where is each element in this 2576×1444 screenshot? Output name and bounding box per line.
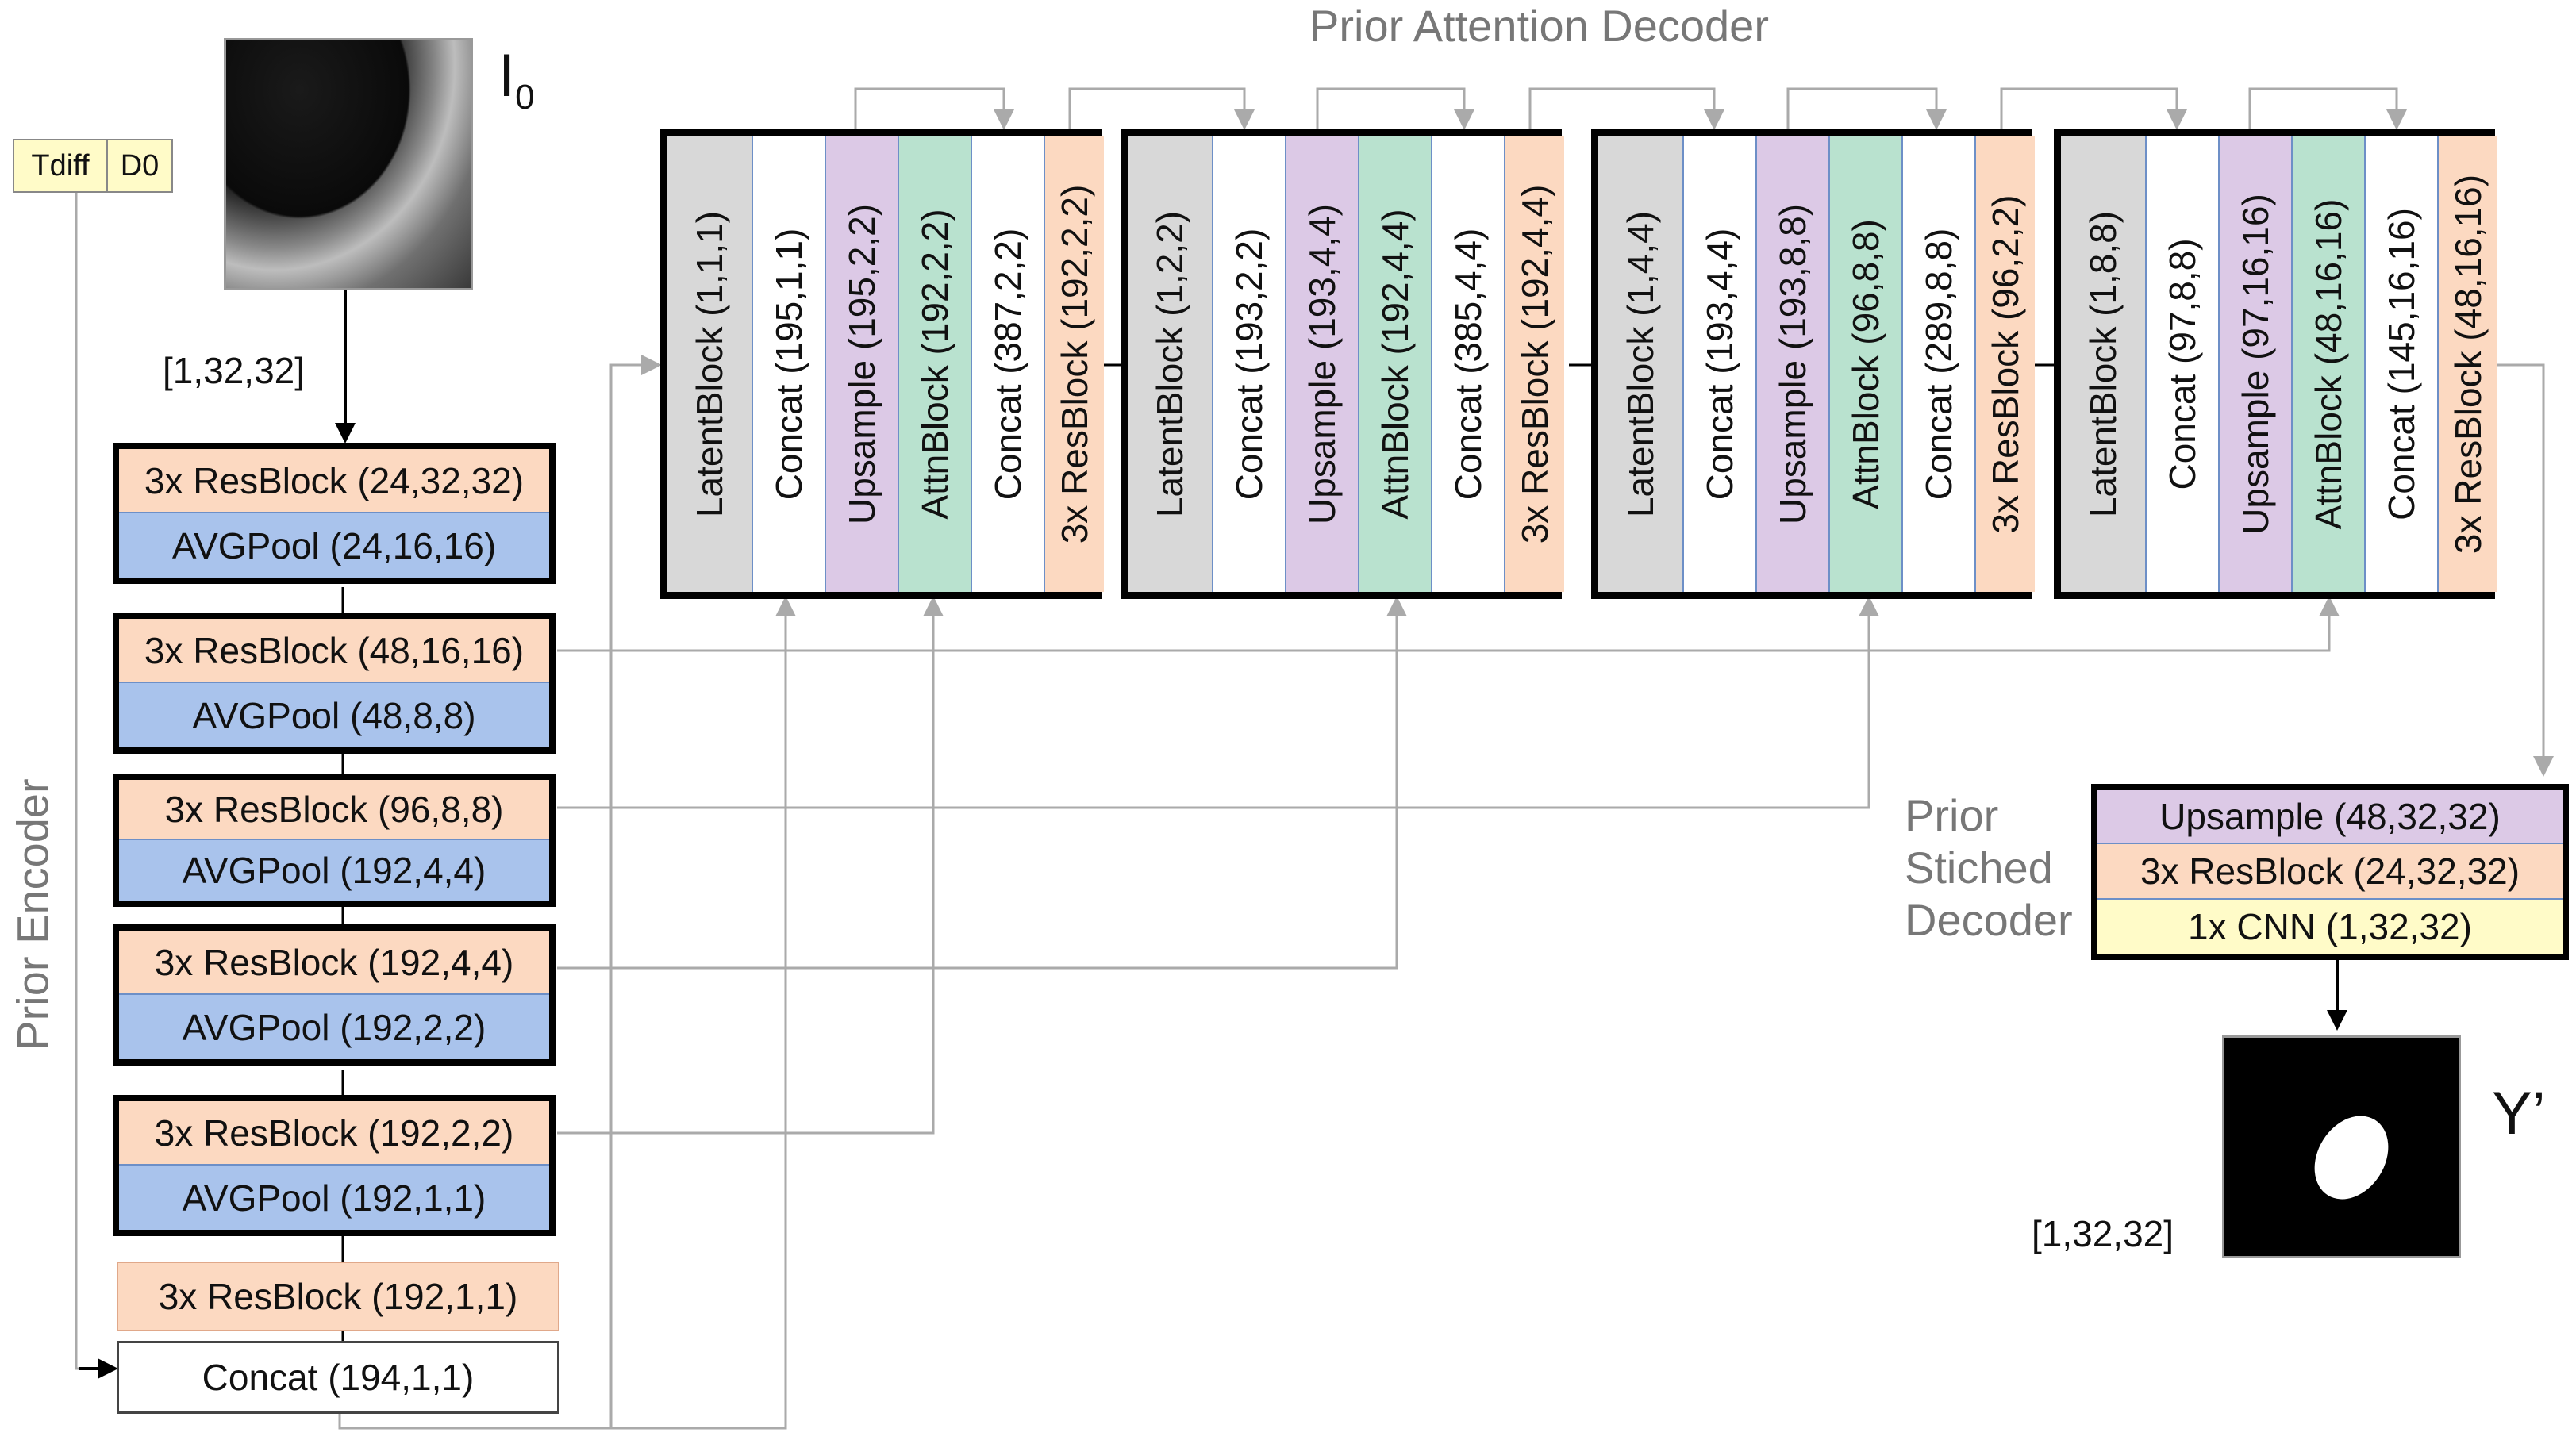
decoder-layer-label: LatentBlock (1,1,1) (689, 210, 730, 518)
decoder-block: LatentBlock (1,8,8) Concat (97,8,8) Upsamp… (2054, 129, 2497, 599)
mask-blob (2299, 1102, 2404, 1213)
decoder-attn-layer: AttnBlock (192,2,2) (899, 136, 972, 592)
skip-line-96 (557, 596, 1879, 809)
output-label: Y’ (2492, 1080, 2546, 1147)
encoder-resblock: 3x ResBlock (24,32,32) (119, 449, 549, 513)
encoder-stage: 3x ResBlock (192,2,2)AVGPool (192,1,1) (113, 1095, 556, 1236)
tdiff-input: Tdiff (13, 139, 108, 193)
skip-line-192-4 (557, 596, 1407, 970)
decoder-layer-label: AttnBlock (48,16,16) (2308, 198, 2349, 530)
decoder-res-layer: 3x ResBlock (192,2,2) (1045, 136, 1104, 592)
tdiff-line (75, 193, 115, 1370)
encoder-stage: 3x ResBlock (48,16,16)AVGPool (48,8,8) (113, 613, 556, 754)
stiched-resblock: 3x ResBlock (24,32,32) (2097, 844, 2563, 900)
encoder-avgpool: AVGPool (192,2,2) (119, 995, 549, 1059)
encoder-stage: 3x ResBlock (192,4,4)AVGPool (192,2,2) (113, 924, 556, 1066)
decoder-concat-layer: Concat (387,2,2) (972, 136, 1045, 592)
decoder-ups-layer: Upsample (193,8,8) (1757, 136, 1830, 592)
decoder-layer-label: Concat (387,2,2) (987, 228, 1028, 501)
decoder-latent-layer: LatentBlock (1,8,8) (2061, 136, 2147, 592)
decoder-layer-label: 3x ResBlock (48,16,16) (2447, 174, 2489, 555)
input-label: I0 (498, 42, 535, 117)
encoder-resblock: 3x ResBlock (192,2,2) (119, 1101, 549, 1166)
encoder-resblock: 3x ResBlock (192,4,4) (119, 931, 549, 995)
output-mask-image (2222, 1035, 2461, 1258)
decoder-layer-label: Upsample (193,4,4) (1301, 204, 1343, 524)
d0-input: D0 (106, 139, 173, 193)
encoder-avgpool: AVGPool (48,8,8) (119, 683, 549, 747)
decoder-layer-label: Upsample (97,16,16) (2235, 194, 2276, 535)
encoder-bottom-concat: Concat (194,1,1) (117, 1341, 559, 1414)
decoder-layer-label: 3x ResBlock (192,2,2) (1054, 184, 1095, 544)
encoder-bottom-resblock: 3x ResBlock (192,1,1) (117, 1262, 559, 1331)
decoder-concat-layer: Concat (145,16,16) (2366, 136, 2439, 592)
decoder-res-layer: 3x ResBlock (96,2,2) (1976, 136, 2035, 592)
skip-line-48 (557, 596, 2340, 652)
encoder-avgpool: AVGPool (192,1,1) (119, 1166, 549, 1230)
decoder-latent-layer: LatentBlock (1,4,4) (1598, 136, 1684, 592)
stiched-cnn: 1x CNN (1,32,32) (2097, 900, 2563, 954)
decoder-layer-label: Concat (289,8,8) (1918, 228, 1959, 501)
decoder-block: LatentBlock (1,4,4) Concat (193,4,4) Upsam… (1591, 129, 2035, 599)
decoder-layer-label: Concat (385,4,4) (1448, 228, 1489, 501)
encoder-label: Prior Encoder (7, 778, 58, 1050)
encoder-resblock: 3x ResBlock (48,16,16) (119, 619, 549, 683)
decoder-res-layer: 3x ResBlock (192,4,4) (1505, 136, 1564, 592)
decoder-layer-label: Concat (97,8,8) (2162, 238, 2203, 490)
output-shape: [1,32,32] (2032, 1213, 2174, 1254)
stiched-upsample: Upsample (48,32,32) (2097, 790, 2563, 844)
decoder-concat-layer: Concat (193,2,2) (1213, 136, 1286, 592)
decoder-concat-layer: Concat (97,8,8) (2147, 136, 2220, 592)
decoder-latent-layer: LatentBlock (1,1,1) (667, 136, 753, 592)
decoder-layer-label: AttnBlock (192,4,4) (1375, 209, 1416, 520)
decoder-layer-label: Concat (193,4,4) (1699, 228, 1740, 501)
decoder-concat-layer: Concat (289,8,8) (1903, 136, 1976, 592)
decoder-layer-label: AttnBlock (192,2,2) (914, 209, 955, 520)
decoder-block: LatentBlock (1,1,1) Concat (195,1,1) Upsam… (660, 129, 1104, 599)
input-shape: [1,32,32] (163, 350, 306, 391)
decoder-layer-label: Concat (195,1,1) (768, 228, 809, 501)
decoder-output-line (2496, 363, 2554, 777)
encoder-resblock: 3x ResBlock (96,8,8) (119, 780, 549, 840)
decoder-layer-label: 3x ResBlock (192,4,4) (1514, 184, 1555, 544)
decoder-concat-layer: Concat (385,4,4) (1432, 136, 1505, 592)
decoder-layer-label: Concat (193,2,2) (1228, 228, 1270, 501)
encoder-stage: 3x ResBlock (96,8,8)AVGPool (192,4,4) (113, 774, 556, 907)
decoder-ups-layer: Upsample (97,16,16) (2220, 136, 2293, 592)
decoder-layer-label: 3x ResBlock (96,2,2) (1985, 194, 2026, 534)
decoder-ups-layer: Upsample (195,2,2) (826, 136, 899, 592)
prior-stiched-decoder: Upsample (48,32,32) 3x ResBlock (24,32,3… (2091, 784, 2569, 960)
decoder-layer-label: Concat (145,16,16) (2381, 208, 2422, 520)
decoder-layer-label: AttnBlock (96,8,8) (1845, 219, 1886, 509)
decoder-layer-label: Upsample (193,8,8) (1772, 204, 1813, 524)
bottom-concat-to-latent (609, 355, 662, 1428)
diagram-title: Prior Attention Decoder (1309, 1, 1769, 51)
decoder-res-layer: 3x ResBlock (48,16,16) (2439, 136, 2497, 592)
decoder-attn-layer: AttnBlock (192,4,4) (1359, 136, 1432, 592)
decoder-layer-label: LatentBlock (1,8,8) (2082, 210, 2124, 518)
decoder-layer-label: LatentBlock (1,4,4) (1620, 210, 1661, 518)
decoder-latent-layer: LatentBlock (1,2,2) (1128, 136, 1213, 592)
encoder-avgpool: AVGPool (192,4,4) (119, 840, 549, 901)
input-ct-image (224, 38, 473, 290)
decoder-block: LatentBlock (1,2,2) Concat (193,2,2) Upsam… (1121, 129, 1564, 599)
stiched-label: Prior Stiched Decoder (1905, 790, 2073, 945)
encoder-stage: 3x ResBlock (24,32,32)AVGPool (24,16,16) (113, 443, 556, 584)
bottom-concat-line (338, 596, 796, 1430)
decoder-concat-layer: Concat (195,1,1) (753, 136, 826, 592)
decoder-ups-layer: Upsample (193,4,4) (1286, 136, 1359, 592)
decoder-attn-layer: AttnBlock (48,16,16) (2293, 136, 2366, 592)
decoder-concat-layer: Concat (193,4,4) (1684, 136, 1757, 592)
skip-line-192-2 (557, 596, 944, 1135)
decoder-attn-layer: AttnBlock (96,8,8) (1830, 136, 1903, 592)
decoder-layer-label: LatentBlock (1,2,2) (1149, 210, 1190, 518)
decoder-layer-label: Upsample (195,2,2) (841, 204, 882, 524)
encoder-avgpool: AVGPool (24,16,16) (119, 513, 549, 578)
